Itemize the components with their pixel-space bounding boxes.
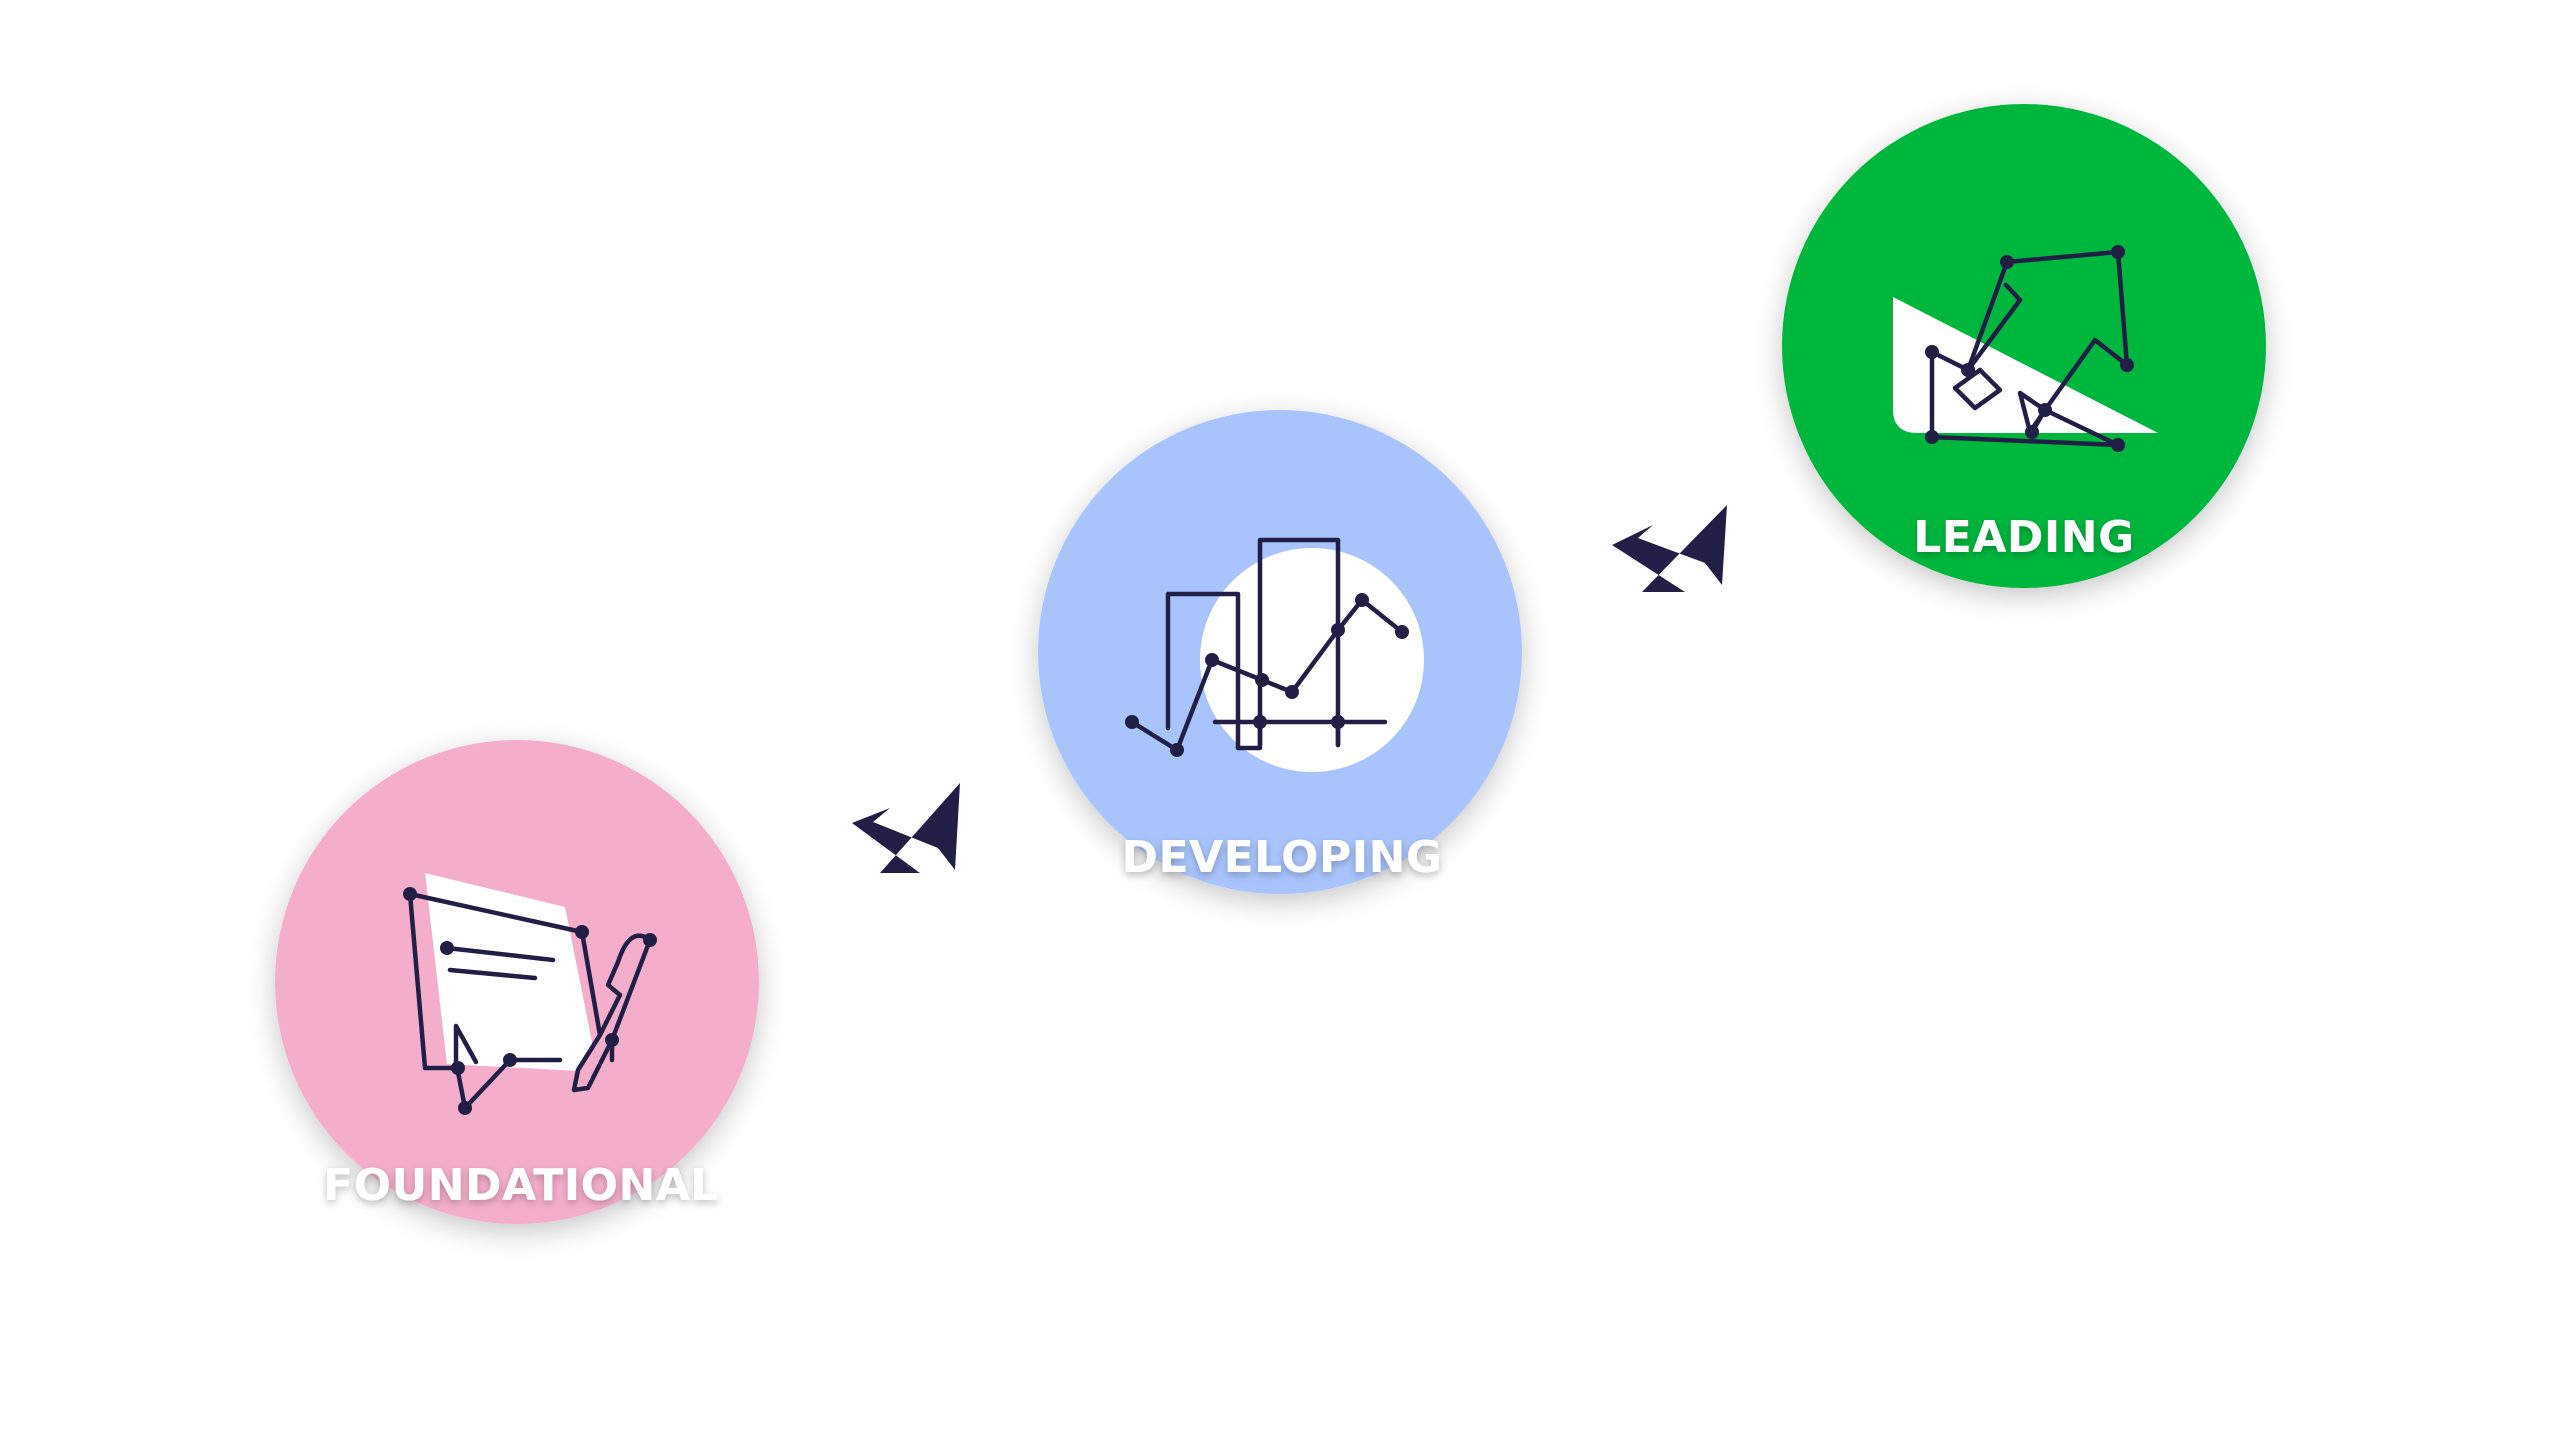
stage-leading-circle xyxy=(1782,104,2266,588)
growth-arrow-triangle-icon xyxy=(1893,245,2158,452)
stage-developing-label: DEVELOPING xyxy=(1121,832,1442,883)
stage-foundational-label: FOUNDATIONAL xyxy=(323,1160,719,1211)
arrow-right-up-icon xyxy=(852,783,960,873)
document-and-pen-icon xyxy=(403,873,657,1115)
progress-arrow-2 xyxy=(1612,505,1727,592)
progress-arrow-1 xyxy=(852,783,960,873)
stage-leading: LEADING xyxy=(1782,104,2266,588)
stage-foundational: FOUNDATIONAL xyxy=(275,740,759,1224)
stage-developing: DEVELOPING xyxy=(1038,410,1522,894)
bar-and-line-chart-icon xyxy=(1125,537,1424,772)
arrow-right-up-icon xyxy=(1612,505,1727,592)
stage-leading-label: LEADING xyxy=(1913,512,2134,563)
